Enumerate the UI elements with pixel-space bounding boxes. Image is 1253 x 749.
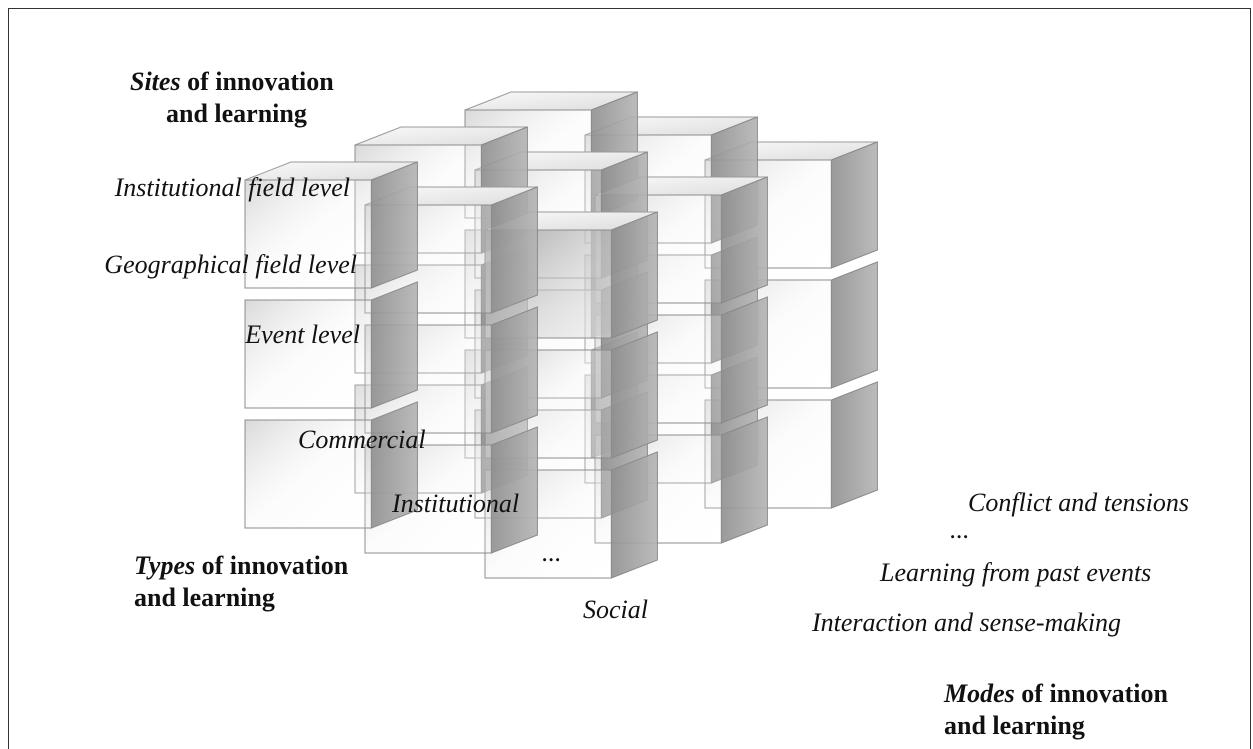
types-title-rest: of innovation (195, 551, 349, 580)
site-label-event: Event level (245, 320, 360, 349)
modes-title-rest: of innovation (1014, 679, 1168, 708)
type-label-social: Social (583, 595, 648, 624)
cube-front-face (244, 299, 372, 409)
modes-title-line2: and learning (944, 711, 1085, 740)
sites-axis-title: Sites of innovation and learning (130, 66, 360, 130)
cube-side-face (720, 176, 768, 304)
cube-side-face (610, 451, 658, 579)
mode-label-conflict: Conflict and tensions (968, 488, 1189, 517)
cube-side-face (720, 416, 768, 544)
cube-side-face (490, 186, 538, 314)
mode-label-learning: Learning from past events (880, 558, 1152, 587)
mode-label-interaction: Interaction and sense-making (812, 608, 1122, 637)
types-title-line2: and learning (134, 583, 275, 612)
cube-front-face (244, 179, 372, 289)
cube-side-face (830, 141, 878, 269)
figure-frame (8, 8, 1251, 749)
cube-front-face (244, 419, 372, 529)
cube-side-face (830, 261, 878, 389)
types-title-em: Types (134, 551, 196, 580)
cube-side-face (610, 211, 658, 339)
types-axis-title: Types of innovation and learning (134, 550, 348, 614)
modes-title-em: Modes (944, 679, 1015, 708)
type-label-institutional: Institutional (392, 489, 520, 518)
site-label-institutional: Institutional field level (114, 173, 350, 202)
cube-side-face (610, 331, 658, 459)
type-label-commercial: Commercial (298, 425, 426, 454)
cube-side-face (720, 296, 768, 424)
site-label-geographical: Geographical field level (104, 250, 357, 279)
cube-side-face (830, 381, 878, 509)
modes-axis-title: Modes of innovation and learning (944, 678, 1168, 742)
mode-label-ellipsis: ... (950, 515, 970, 544)
sites-title-em: Sites (130, 67, 181, 96)
sites-title-line2: and learning (166, 99, 307, 128)
cube-side-face (370, 281, 418, 409)
sites-title-rest: of innovation (180, 67, 334, 96)
cube-side-face (490, 306, 538, 434)
type-label-ellipsis: ... (542, 538, 562, 567)
cube-side-face (370, 161, 418, 289)
